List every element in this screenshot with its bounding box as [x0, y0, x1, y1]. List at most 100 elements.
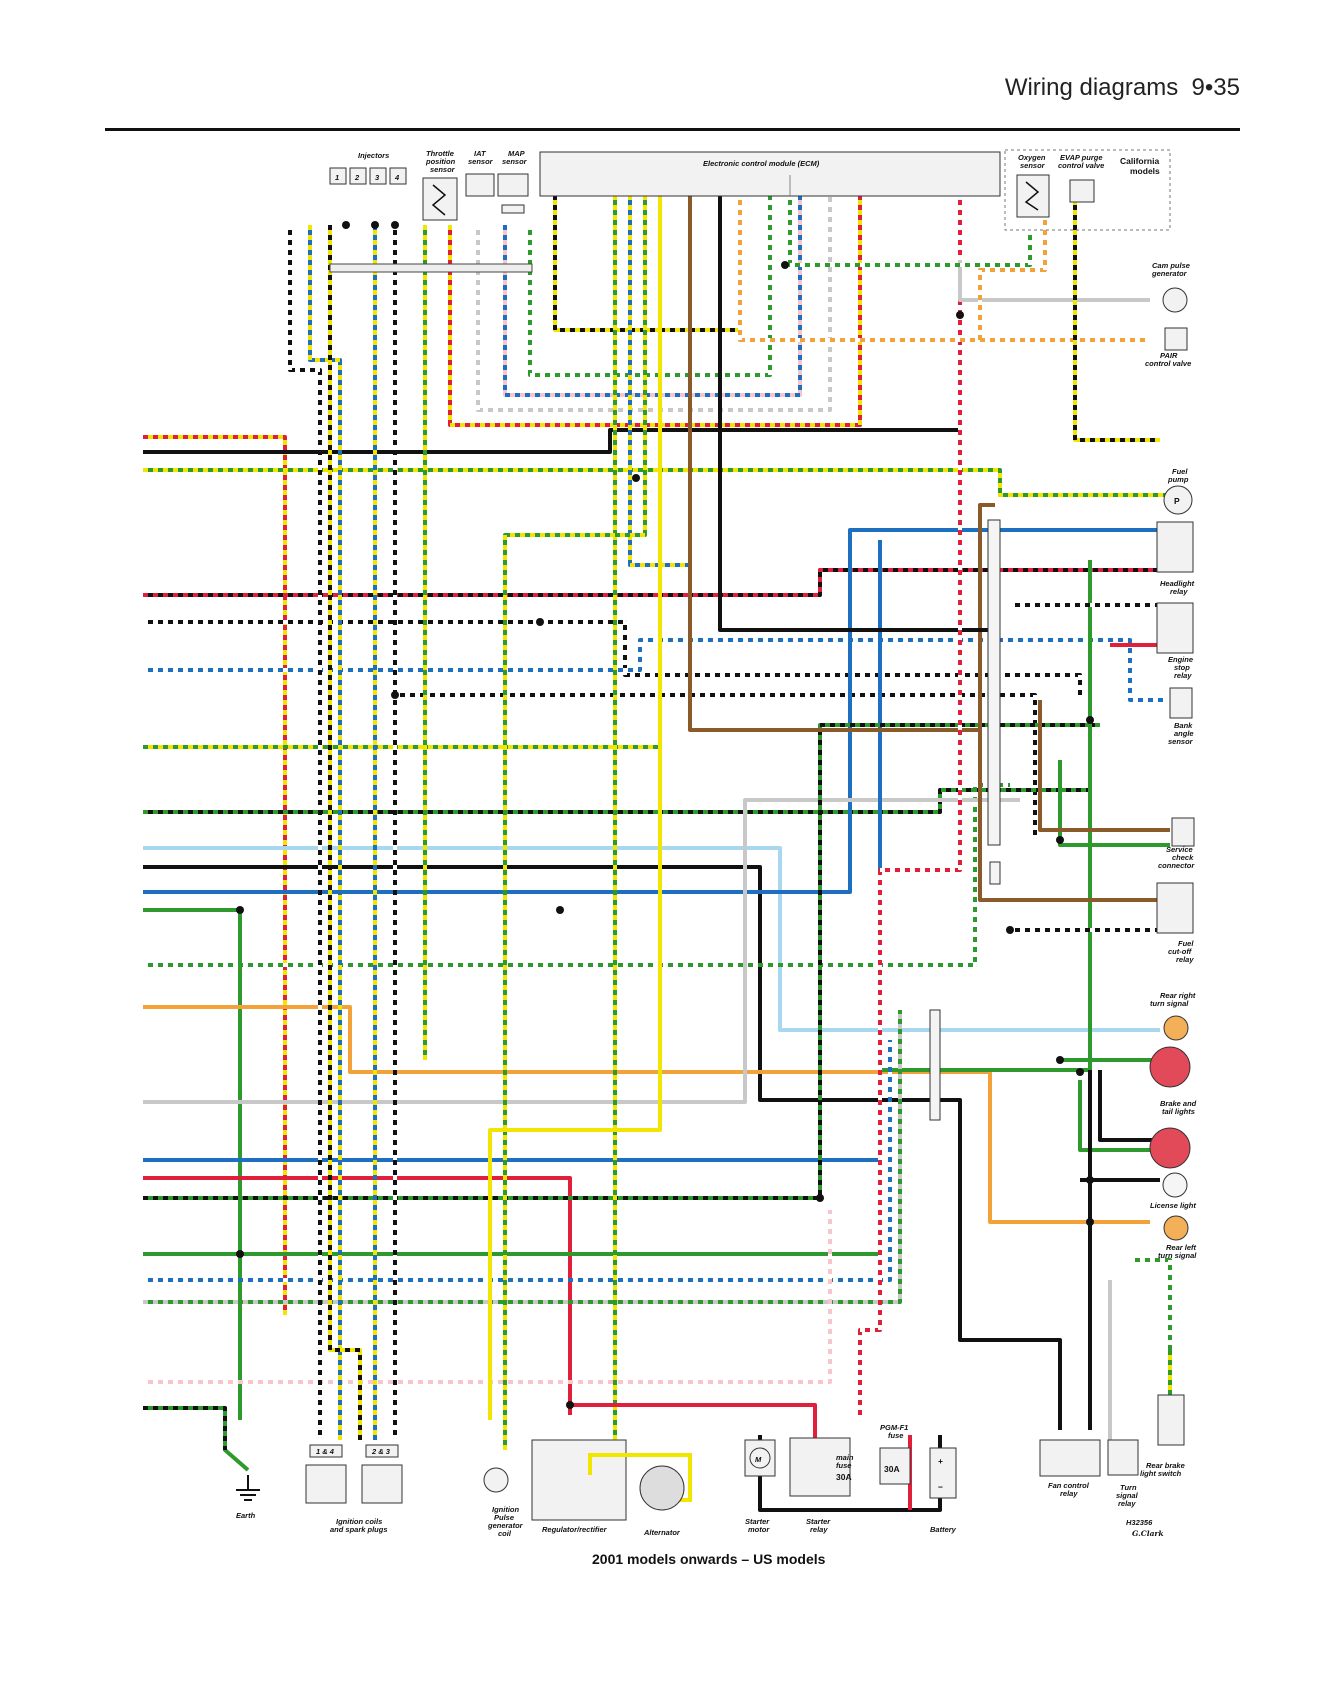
junction-dot — [536, 618, 544, 626]
wire-black-green-trace — [143, 788, 1090, 814]
diagram-shape — [539, 151, 1001, 197]
wire-yellow-ecm-long — [553, 195, 742, 332]
rbs-label-1: Rear brake — [1146, 1461, 1185, 1470]
alternator: Alternator — [639, 1465, 685, 1537]
starter-motor: M Starter motor — [744, 1439, 776, 1534]
wire-green-tail-2 — [1078, 1080, 1160, 1152]
california-models: Oxygen sensor EVAP purge control valve C… — [1004, 149, 1171, 231]
wire-blue-white-2 — [143, 1040, 892, 1282]
diagram-shape — [1149, 1127, 1191, 1169]
wire-yellow-red-trace — [143, 435, 287, 1315]
figure-code: H32356 — [1126, 1518, 1153, 1527]
wire-orange-o2 — [978, 215, 1047, 340]
wire-pink-blue-map-trace — [503, 195, 802, 397]
diagram-shape — [1163, 485, 1193, 515]
stop-relay-label-2: stop — [1174, 663, 1190, 672]
pgm-fuse: PGM-F1 fuse 30A — [879, 1423, 911, 1485]
diagram-shape — [1107, 1439, 1139, 1476]
diagram-shape — [369, 167, 387, 185]
wire-gray-white-iat-trace — [476, 195, 832, 412]
junction-dot — [1056, 1056, 1064, 1064]
service-label-3: connector — [1158, 861, 1195, 870]
diagram-shape — [483, 1467, 509, 1493]
alternator-label: Alternator — [643, 1528, 681, 1537]
page-number: 9•35 — [1191, 74, 1240, 101]
bank-label-3: sensor — [1168, 737, 1194, 746]
wire-red-power — [570, 1403, 817, 1440]
wire-green-black-bottom-trace — [143, 1406, 227, 1450]
diagram-shape — [305, 1464, 347, 1504]
pgm-label-2: fuse — [888, 1431, 903, 1440]
wire-gray — [143, 798, 1020, 1104]
injector-1-label: 1 — [335, 173, 339, 182]
wire-green-solid — [143, 908, 242, 1420]
wire-black-white-ecm-trace — [288, 225, 322, 1440]
iat-sensor: IAT sensor — [465, 149, 495, 197]
diagram-shape — [1163, 1215, 1189, 1241]
engine-stop-relay: Engine stop relay — [1156, 602, 1194, 680]
main-fuse-label-1: main — [836, 1453, 854, 1462]
diagram-shape — [1039, 1439, 1101, 1477]
rl-turn-label-1: Rear left — [1166, 1243, 1197, 1252]
wire-pink-white — [143, 1210, 832, 1384]
diagram-shape — [1156, 882, 1194, 934]
junction-dot — [632, 474, 640, 482]
bank-label-2: angle — [1174, 729, 1194, 738]
signature: G.Clark — [1132, 1529, 1164, 1538]
fuel-pump: Fuel pump P — [1163, 467, 1193, 515]
wire-black-main — [143, 428, 960, 454]
tps-label-1: Throttle — [426, 149, 454, 158]
coils-label-1: Ignition coils — [336, 1517, 382, 1526]
tps-label-3: sensor — [430, 165, 456, 174]
injector-4-label: 4 — [394, 173, 400, 182]
junction-dot — [1056, 836, 1064, 844]
wire-blue-white-trace — [143, 638, 1165, 702]
wire-green-ecm-down-trace — [528, 195, 772, 377]
headlight-label-1: Headlight — [1160, 579, 1195, 588]
diagram-shape — [309, 1444, 343, 1458]
diagram-shape — [1164, 327, 1188, 351]
diagram-shape — [1024, 181, 1040, 211]
starter-relay-label-1: Starter — [806, 1517, 831, 1526]
junction-dot — [566, 1401, 574, 1409]
diagram-shape — [749, 1447, 771, 1469]
diagram-shape — [1149, 1046, 1191, 1088]
fuel-pump-symbol: P — [1174, 496, 1180, 506]
map-sensor: MAP sensor — [497, 149, 529, 214]
wire-green-yellow — [143, 468, 1170, 497]
wire-yellow-ecm-long-trace — [553, 195, 742, 332]
rear-brake-light-switch: Rear brake light switch — [1140, 1394, 1185, 1478]
junction-dot — [236, 1250, 244, 1258]
wire-black-dashed-trace — [395, 693, 1037, 840]
injector-2-label: 2 — [354, 173, 360, 182]
page-header: Wiring diagrams 9•35 — [1005, 74, 1240, 102]
diagram-shape — [1162, 1172, 1188, 1198]
wire-black-white-ecm — [288, 225, 322, 1440]
diagram-shape — [1004, 149, 1171, 231]
diagram-shape — [465, 173, 495, 197]
cutoff-label-1: Fuel — [1178, 939, 1194, 948]
wire-green-service — [1058, 760, 1170, 847]
evap-label-1: EVAP purge — [1060, 153, 1103, 162]
junction-dot — [1086, 1218, 1094, 1226]
ecm: Electronic control module (ECM) — [539, 151, 1001, 197]
diagram-shape — [1162, 287, 1188, 313]
map-label-1: MAP — [508, 149, 526, 158]
wire-yellow-evap — [1073, 195, 1160, 442]
iat-label-1: IAT — [474, 149, 487, 158]
wire-green-gray-trace — [143, 1010, 902, 1304]
license-label: License light — [1150, 1201, 1196, 1210]
diagram-shape — [501, 204, 525, 214]
connector-block — [987, 519, 1001, 846]
main-fuse-label-2: fuse — [836, 1461, 851, 1470]
cam-pulse-generator: Cam pulse generator — [1151, 261, 1190, 313]
brake-and-tail-lights: Brake and tail lights — [1149, 1046, 1197, 1169]
diagram-shape — [879, 1447, 911, 1485]
wire-gray-cam — [958, 260, 1150, 302]
rear-left-turn-signal: Rear left turn signal — [1158, 1215, 1197, 1260]
wire-green-black-bottom — [143, 1406, 250, 1472]
wire-green-cam — [788, 195, 1032, 267]
diagram-shape — [789, 1437, 851, 1497]
starter-relay: main fuse 30A Starter relay — [789, 1437, 854, 1534]
